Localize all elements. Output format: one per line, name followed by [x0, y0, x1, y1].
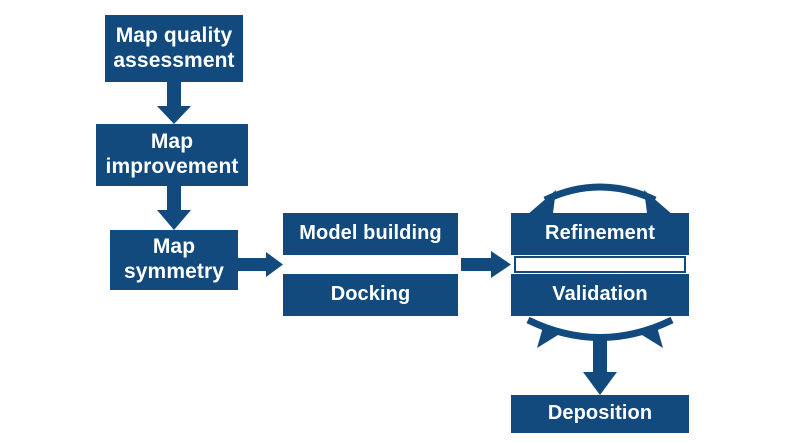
node-label: Validation: [552, 283, 648, 306]
node-label: Model building: [299, 222, 442, 245]
node-label: Deposition: [547, 402, 653, 425]
node-label: Map improvement: [105, 130, 239, 178]
node-model-building[interactable]: Model building: [283, 213, 458, 255]
node-deposition[interactable]: Deposition: [511, 395, 689, 433]
refinement-validation-divider: [514, 256, 686, 273]
arc-top-cycle: [527, 183, 673, 215]
node-refinement[interactable]: Refinement: [511, 213, 689, 255]
node-label: Map quality assessment: [113, 23, 235, 72]
node-map-quality-assessment[interactable]: Map quality assessment: [105, 15, 243, 82]
arrow-quality-to-improve: [157, 82, 191, 124]
node-label: Map symmetry: [123, 235, 225, 283]
node-docking[interactable]: Docking: [283, 274, 458, 316]
node-label: Refinement: [545, 222, 655, 245]
node-map-improvement[interactable]: Map improvement: [96, 124, 248, 186]
arrow-improve-to-symmetry: [157, 186, 191, 230]
node-label: Docking: [330, 283, 411, 306]
arrow-symmetry-to-model: [238, 252, 283, 277]
arrow-cycle-to-deposition: [583, 336, 617, 395]
node-validation[interactable]: Validation: [511, 274, 689, 316]
arrow-model-to-refinement: [461, 251, 511, 278]
node-map-symmetry[interactable]: Map symmetry: [110, 230, 238, 290]
